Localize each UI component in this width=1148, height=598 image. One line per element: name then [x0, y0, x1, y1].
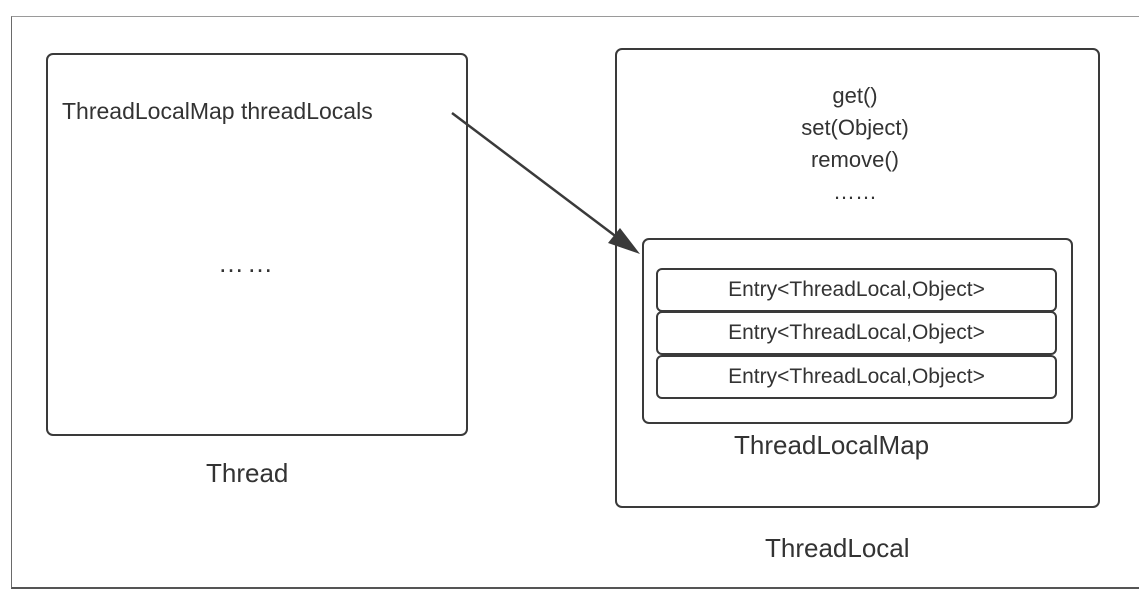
thread-ellipsis: ……: [218, 248, 276, 278]
threadlocal-caption: ThreadLocal: [765, 533, 910, 563]
method-get: get(): [832, 83, 878, 108]
thread-field-label: ThreadLocalMap threadLocals: [62, 98, 373, 124]
arrow-line: [451, 112, 619, 239]
threadlocal-methods: get() set(Object) remove() ……: [760, 80, 950, 208]
arrow-head: [608, 228, 640, 254]
thread-caption: Thread: [206, 458, 289, 488]
thread-box: [46, 53, 468, 436]
method-set: set(Object): [801, 115, 909, 140]
diagram-frame: [11, 16, 1139, 589]
method-remove: remove(): [810, 147, 899, 172]
threadlocalmap-caption: ThreadLocalMap: [734, 430, 930, 460]
map-entry: Entry<ThreadLocal,Object>: [656, 355, 1057, 399]
map-entry: Entry<ThreadLocal,Object>: [656, 311, 1057, 355]
method-ellipsis: ……: [833, 179, 877, 204]
